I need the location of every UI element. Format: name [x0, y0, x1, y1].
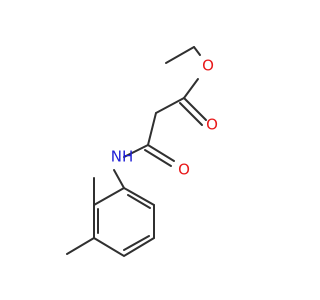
- ring-double-3: [123, 235, 150, 251]
- ester-oxygen-label: O: [202, 57, 214, 75]
- bond-n-ring: [113, 169, 125, 189]
- structure-svg: O O O NH: [66, 46, 218, 258]
- bond-ch2-amide-c: [147, 112, 157, 146]
- bond-c-ester-oxygen-1: [183, 97, 207, 121]
- bond-c-ester-oxygen-2: [179, 102, 203, 126]
- ring-double-1: [127, 194, 151, 209]
- bond-ch3-ch2: [165, 46, 195, 64]
- ester-carbonyl-oxygen-label: O: [206, 116, 218, 134]
- bond-amide-c-o-1: [147, 144, 175, 162]
- bond-amide-c-o-2: [144, 149, 172, 167]
- methyl-bond-2: [66, 237, 95, 255]
- bond-c-ch2: [155, 97, 185, 114]
- bond-o-c: [183, 78, 199, 99]
- bond-ch2-o: [193, 46, 201, 56]
- amide-carbonyl-oxygen-label: O: [178, 161, 190, 179]
- benzene-ring: [93, 186, 155, 258]
- bond-amide-c-n: [123, 144, 149, 158]
- amide-nitrogen-label: NH: [111, 148, 134, 166]
- molecule-diagram: O O O NH: [66, 46, 218, 258]
